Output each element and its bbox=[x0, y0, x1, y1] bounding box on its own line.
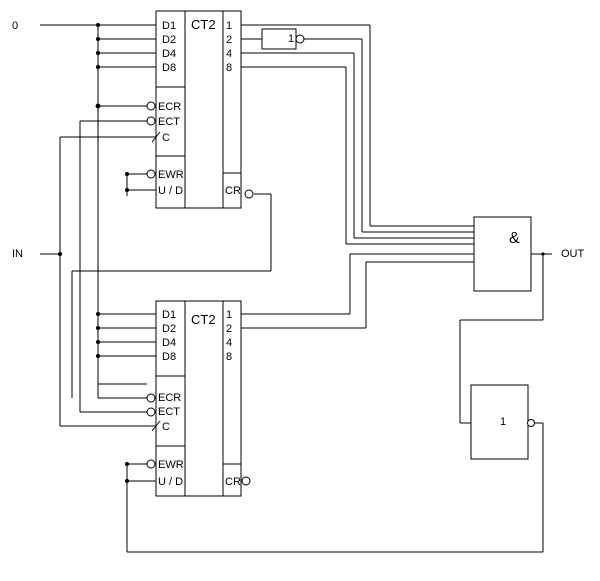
counter-top-pin-d8: D8 bbox=[162, 62, 176, 74]
top-output-wires bbox=[241, 24, 474, 245]
zero-bus-wires bbox=[40, 24, 156, 399]
counter-top-pin-ecr: ECR bbox=[158, 101, 181, 113]
ewr-ud-wires bbox=[126, 173, 544, 553]
counter-top-right-column bbox=[222, 10, 242, 209]
counter-bottom-pin-cr: CR bbox=[225, 476, 241, 488]
inverter-small-label: 1 bbox=[288, 33, 294, 45]
in-clock-wires bbox=[40, 136, 156, 427]
counter-bottom-pin-d4: D4 bbox=[162, 337, 176, 349]
counter-top-pin-c: C bbox=[162, 132, 170, 144]
counter-top-pin-ud: U / D bbox=[158, 185, 183, 197]
top-ect-wires bbox=[79, 120, 147, 413]
counter-bottom-out-1: 1 bbox=[226, 309, 232, 321]
counter-bottom-pin-ecr: ECR bbox=[158, 392, 181, 404]
counter-top-pin-d2: D2 bbox=[162, 34, 176, 46]
counter-bottom-out-8: 8 bbox=[226, 351, 232, 363]
counter-top-out-4: 4 bbox=[226, 48, 232, 60]
ewr-ud-junctions bbox=[125, 172, 129, 483]
inverter-big-bubble bbox=[527, 419, 535, 427]
counter-bottom: CT2 D1 D2 D4 D8 ECR ECT C EWR U / D 1 2 … bbox=[146, 300, 251, 497]
bottom-output-wires bbox=[241, 253, 474, 329]
counter-bottom-pin-c: C bbox=[162, 421, 170, 433]
counter-bottom-out-4: 4 bbox=[226, 337, 232, 349]
counter-top-left-column bbox=[155, 10, 186, 209]
counter-bottom-right-column bbox=[222, 300, 242, 497]
counter-top-pin-ewr: EWR bbox=[158, 169, 184, 181]
zero-input-label: 0 bbox=[12, 20, 18, 32]
counter-bottom-cr-bubble bbox=[241, 476, 251, 486]
counter-top-pin-d1: D1 bbox=[162, 20, 176, 32]
counter-bottom-pin-d2: D2 bbox=[162, 323, 176, 335]
in-input-label: IN bbox=[12, 248, 23, 260]
counter-top-pin-d4: D4 bbox=[162, 48, 176, 60]
counter-bottom-center-column bbox=[184, 300, 224, 497]
counter-top-title: CT2 bbox=[191, 17, 216, 32]
counter-top-ect-bubble bbox=[146, 116, 156, 126]
in-junction bbox=[58, 252, 62, 256]
counter-top-out-8: 8 bbox=[226, 62, 232, 74]
counter-top-pin-cr: CR bbox=[225, 185, 241, 197]
counter-bottom-out-2: 2 bbox=[226, 323, 232, 335]
and-gate: & bbox=[473, 216, 532, 292]
counter-top-center-column bbox=[184, 10, 224, 209]
counter-top-pin-ect: ECT bbox=[158, 116, 180, 128]
zero-bus-junctions bbox=[95, 23, 101, 358]
counter-bottom-title: CT2 bbox=[191, 312, 216, 327]
inverter-small: 1 bbox=[261, 28, 305, 50]
counter-bottom-ecr-bubble bbox=[146, 393, 156, 403]
counter-bottom-ewr-bubble bbox=[146, 459, 156, 469]
counter-top-ewr-bubble bbox=[146, 169, 156, 179]
counter-top: CT2 D1 D2 D4 D8 ECR ECT C EWR U / D 1 2 … bbox=[146, 10, 254, 209]
counter-top-clock-edge bbox=[151, 131, 161, 143]
out-junction bbox=[541, 252, 545, 256]
counter-top-ecr-bubble bbox=[146, 101, 156, 111]
counter-top-out-2: 2 bbox=[226, 34, 232, 46]
inverter-big: 1 bbox=[470, 384, 535, 460]
and-output-wires bbox=[459, 253, 552, 424]
counter-bottom-pin-d1: D1 bbox=[162, 309, 176, 321]
counter-bottom-pin-ect: ECT bbox=[158, 406, 180, 418]
and-gate-label: & bbox=[509, 230, 520, 247]
counter-bottom-pin-ewr: EWR bbox=[158, 459, 184, 471]
counter-top-out-1: 1 bbox=[226, 20, 232, 32]
inverter-small-bubble bbox=[295, 34, 305, 44]
out-output-label: OUT bbox=[561, 248, 585, 260]
counter-bottom-clock-edge bbox=[151, 420, 161, 432]
inverter-big-label: 1 bbox=[500, 416, 506, 428]
counter-bottom-ect-bubble bbox=[146, 407, 156, 417]
top-carry-wire bbox=[71, 193, 272, 398]
counter-bottom-pin-ud: U / D bbox=[158, 476, 183, 488]
counter-top-cr-bubble bbox=[244, 189, 254, 199]
counter-bottom-pin-d8: D8 bbox=[162, 351, 176, 363]
